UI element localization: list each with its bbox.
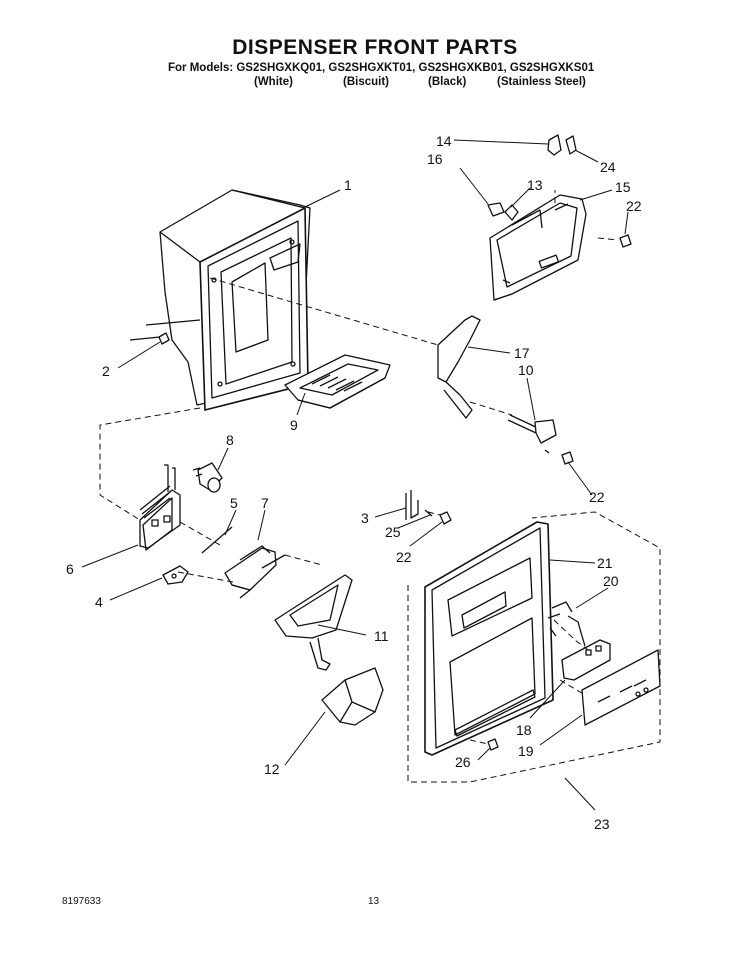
part-17-chute-arm xyxy=(437,315,481,419)
part-22-screw-upper xyxy=(619,234,632,248)
callout-5: 5 xyxy=(230,495,238,511)
part-15-bracket xyxy=(489,194,587,301)
callout-22-upper: 22 xyxy=(626,198,642,214)
callout-2: 2 xyxy=(102,363,110,379)
callout-labels: 1 2 3 4 5 6 7 8 9 10 11 12 13 14 15 16 1… xyxy=(66,133,642,832)
callout-9: 9 xyxy=(290,417,298,433)
callout-21: 21 xyxy=(597,555,613,571)
callout-22-right: 22 xyxy=(589,489,605,505)
callout-26: 26 xyxy=(455,754,471,770)
callout-11: 11 xyxy=(374,628,389,644)
part-2-screw xyxy=(129,319,201,345)
page-number: 13 xyxy=(368,896,380,907)
part-21-front-panel xyxy=(424,521,554,756)
callout-23: 23 xyxy=(594,816,610,832)
color-white: (White) xyxy=(254,76,293,88)
callout-25: 25 xyxy=(385,524,401,540)
color-biscuit: (Biscuit) xyxy=(343,76,389,88)
assembly-lines xyxy=(99,190,661,783)
callout-19: 19 xyxy=(518,743,534,759)
callout-24: 24 xyxy=(600,159,616,175)
part-1-housing xyxy=(159,189,311,411)
part-13-cam xyxy=(504,204,519,221)
callout-4: 4 xyxy=(95,594,103,610)
part-11-paddle xyxy=(274,574,353,671)
part-4-bracket xyxy=(162,565,189,585)
part-22-screw-middle xyxy=(439,511,452,525)
callout-13: 13 xyxy=(527,177,543,193)
page-title: DISPENSER FRONT PARTS xyxy=(232,36,518,59)
callout-6: 6 xyxy=(66,561,74,577)
callout-3: 3 xyxy=(361,510,369,526)
doc-number: 8197633 xyxy=(62,896,101,907)
callout-22-middle: 22 xyxy=(396,549,412,565)
callout-1: 1 xyxy=(344,177,352,193)
callout-8: 8 xyxy=(226,432,234,448)
part-10-shaft xyxy=(507,414,557,454)
part-24-clip xyxy=(565,135,577,155)
models-line: For Models: GS2SHGXKQ01, GS2SHGXKT01, GS… xyxy=(168,62,595,74)
callout-15: 15 xyxy=(615,179,631,195)
callout-12: 12 xyxy=(264,761,280,777)
callout-7: 7 xyxy=(261,495,269,511)
part-9-drip-tray xyxy=(284,354,391,409)
callout-18: 18 xyxy=(516,722,532,738)
part-7-actuator xyxy=(224,545,286,599)
callout-20: 20 xyxy=(603,573,619,589)
part-12-funnel xyxy=(321,667,384,726)
part-5-pin xyxy=(201,526,233,554)
callout-14: 14 xyxy=(436,133,452,149)
part-14-knob xyxy=(547,134,562,156)
color-stainless: (Stainless Steel) xyxy=(497,76,586,88)
part-8-motor xyxy=(192,462,223,493)
part-3-clip xyxy=(405,490,433,520)
callout-16: 16 xyxy=(427,151,443,167)
callout-17: 17 xyxy=(514,345,530,361)
part-26-screw xyxy=(487,738,499,751)
callout-10: 10 xyxy=(518,362,534,378)
leader-lines xyxy=(81,139,629,811)
part-22-screw-lower xyxy=(561,451,574,465)
color-black: (Black) xyxy=(428,76,467,88)
part-19-overlay xyxy=(581,649,661,726)
part-6-solenoid xyxy=(139,464,181,551)
part-16-bulb xyxy=(487,202,505,217)
part-20-wiring xyxy=(547,601,586,647)
part-18-control-board xyxy=(561,639,611,681)
